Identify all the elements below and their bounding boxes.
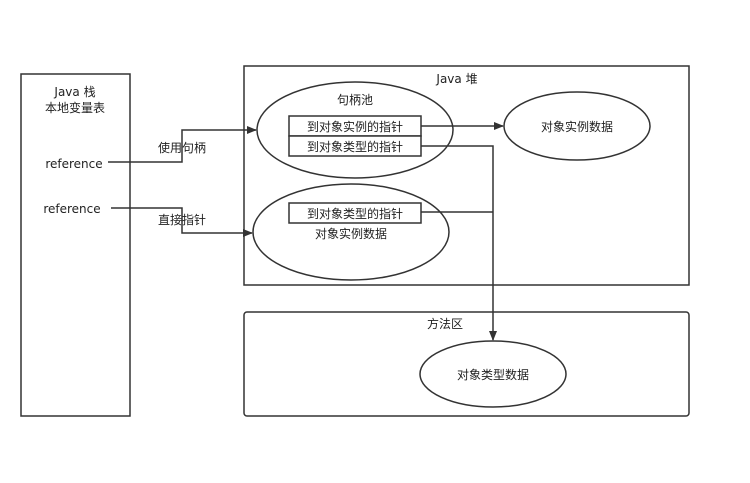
handle-pool-title: 句柄池 bbox=[337, 93, 373, 107]
direct-pointer-arrow bbox=[111, 207, 253, 237]
instance-data-ellipse bbox=[503, 91, 651, 161]
type-data-ellipse bbox=[419, 340, 567, 408]
java-stack-box bbox=[20, 73, 131, 417]
instance-data-label: 对象实例数据 bbox=[541, 119, 613, 134]
handle-pool-type-pointer-label: 到对象类型的指针 bbox=[307, 139, 403, 154]
direct-object-instance-data-label: 对象实例数据 bbox=[315, 226, 387, 241]
type-data-label: 对象类型数据 bbox=[457, 367, 529, 382]
handle-access-arrow bbox=[108, 126, 257, 163]
handle-pool-instance-pointer-label: 到对象实例的指针 bbox=[307, 119, 403, 134]
java-heap-box bbox=[243, 65, 690, 286]
java-stack-title: Java 栈 bbox=[53, 84, 95, 99]
method-area-title: 方法区 bbox=[427, 316, 463, 331]
handle-access-label: 使用句柄 bbox=[158, 140, 206, 155]
reference-2-label: reference bbox=[43, 202, 100, 216]
method-area-box bbox=[243, 311, 690, 417]
local-variable-table-label: 本地变量表 bbox=[45, 100, 105, 115]
direct-object-type-pointer-cell bbox=[288, 202, 422, 224]
java-heap-title: Java 堆 bbox=[435, 72, 477, 86]
handle-type-pointer-line bbox=[421, 145, 497, 341]
direct-object-type-pointer-label: 到对象类型的指针 bbox=[307, 206, 403, 221]
reference-1-label: reference bbox=[45, 157, 102, 171]
direct-pointer-label: 直接指针 bbox=[158, 212, 206, 227]
